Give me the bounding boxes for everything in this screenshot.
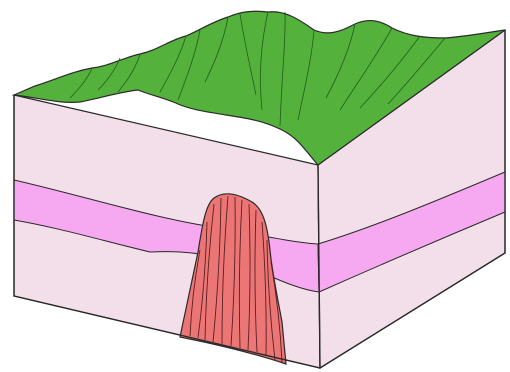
- geologic-block-diagram: [0, 0, 510, 372]
- diagram-svg: [0, 0, 510, 372]
